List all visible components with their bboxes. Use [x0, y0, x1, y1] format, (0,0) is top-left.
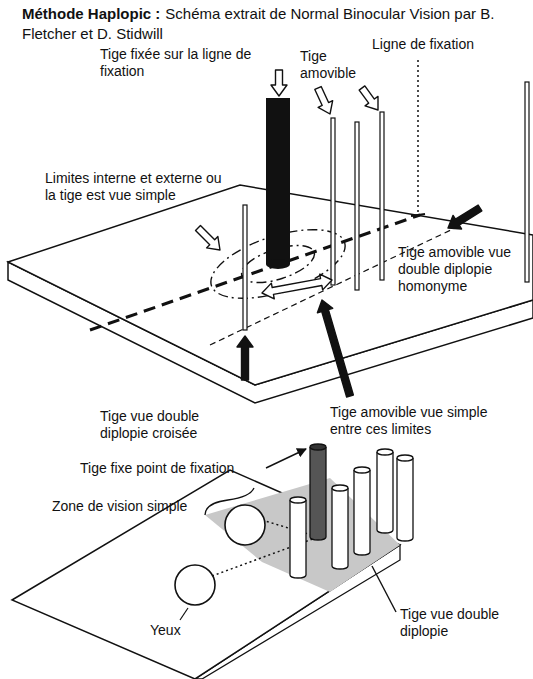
rod-body — [354, 470, 370, 555]
block-arrow — [317, 300, 353, 397]
block-arrow — [448, 205, 482, 229]
rod-top — [290, 497, 306, 503]
rod — [332, 485, 348, 569]
rod — [377, 449, 393, 533]
rod-body — [290, 500, 306, 578]
rod-top — [354, 467, 370, 473]
callout-label: Yeux — [150, 622, 210, 639]
rod — [380, 112, 384, 280]
rod-body — [377, 452, 393, 533]
leader-line — [266, 449, 306, 468]
block-arrow — [315, 87, 333, 114]
block-arrow — [271, 70, 287, 96]
title: Méthode Haplopic : — [22, 5, 160, 22]
block-arrow — [359, 86, 378, 110]
rod-body — [310, 447, 326, 540]
callout-label: Tige vue double diplopie — [400, 606, 525, 640]
rod — [354, 467, 370, 555]
rod — [243, 205, 247, 330]
rod-group — [290, 444, 413, 578]
eye — [175, 565, 215, 605]
callout-label: Tige fixée sur la ligne de fixation — [100, 46, 265, 80]
callout-label: Tige amovible — [300, 48, 370, 82]
rod-top — [377, 449, 393, 455]
fixation-line — [90, 215, 420, 330]
rod — [290, 497, 306, 578]
rod-body — [332, 488, 348, 569]
rod-top — [397, 455, 413, 461]
leader-line — [180, 608, 188, 620]
callout-label: Tige amovible vue double diplopie homony… — [398, 244, 518, 294]
callout-label: Limites interne et externe ou la tige es… — [45, 170, 223, 204]
callout-label: Ligne de fixation — [372, 36, 522, 53]
rod — [355, 122, 359, 290]
block-arrow — [262, 274, 332, 299]
rod — [310, 444, 326, 540]
rod-body — [397, 458, 413, 541]
rod-top — [332, 485, 348, 491]
fixed-rod — [266, 98, 290, 264]
callout-label: Tige amovible vue simple entre ces limit… — [330, 404, 500, 438]
block-arrow — [196, 226, 220, 250]
block-arrow — [237, 336, 253, 380]
rod — [525, 82, 529, 282]
fixed-rod-base — [266, 259, 290, 269]
rod — [331, 118, 335, 285]
rod — [397, 455, 413, 541]
leader-line — [372, 566, 396, 612]
rod-top — [310, 444, 326, 450]
board-top — [12, 470, 400, 679]
arrow-group — [196, 70, 482, 397]
single-vision-zone — [205, 478, 400, 592]
callout-label: Zone de vision simple — [52, 498, 202, 515]
eye — [225, 505, 265, 545]
leader-tick — [411, 214, 425, 216]
leader-line — [417, 60, 419, 214]
callout-label: Tige fixe point de fixation — [80, 460, 265, 477]
callout-label: Tige vue double diplopie croisée — [100, 408, 250, 442]
